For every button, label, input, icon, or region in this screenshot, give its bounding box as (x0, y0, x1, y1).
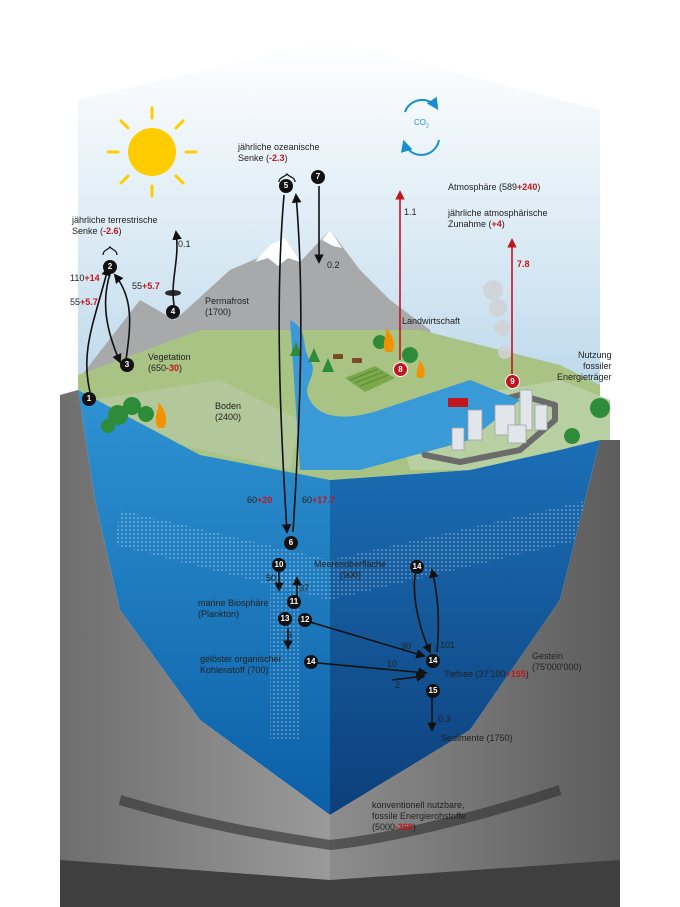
flow-label-10: 10 (387, 659, 398, 669)
soil-label: Boden(2400) (215, 401, 242, 422)
node-2: 2 (103, 260, 117, 274)
flow-label-60b: 60+17.7 (302, 495, 335, 505)
marine-biosphere-label: marine Biosphäre(Plankton) (198, 598, 269, 619)
flow-label-55b: 55+5.7 (132, 281, 160, 291)
flow-label-0-3: 0.3 (438, 714, 451, 724)
flow-label-60a: 60+20 (247, 495, 273, 505)
terrestrial-sink-label: jährliche terrestrische Senke (-2.6) (72, 215, 158, 236)
soil-area (90, 380, 300, 470)
node-9: 9 (505, 374, 520, 389)
rock-label: Gestein(75'000'000) (532, 651, 582, 672)
sun-icon (106, 106, 198, 198)
flow-label-7-8: 7.8 (517, 259, 530, 269)
node-5: 5 (279, 179, 293, 193)
node-6: 6 (284, 536, 298, 550)
fossil-layer (118, 785, 562, 851)
fossil-reserves-label: konventionell nutzbare,fossile Energiero… (372, 800, 466, 832)
flow-label-50: 50 (266, 573, 277, 583)
deep-sea-label: Tiefsee (37'100+155) (444, 669, 529, 679)
permafrost-label: Permafrost(1700) (205, 296, 250, 317)
vertical-dots-band (270, 570, 300, 740)
braces (102, 172, 296, 256)
co2-label: CO2 (414, 118, 429, 130)
flow-label-1-1: 1.1 (404, 207, 417, 217)
flow-label-3: 3 (287, 630, 293, 640)
flow-label-90: 90 (401, 641, 412, 651)
flow-label-0-2: 0.2 (327, 260, 340, 270)
trees-right (564, 398, 610, 444)
flow-label-55a: 55+5.7 (70, 297, 98, 307)
node-14-b: 14 (410, 560, 424, 574)
node-13: 13 (278, 612, 292, 626)
node-8: 8 (393, 362, 408, 377)
node-14-a: 14 (304, 655, 318, 669)
fire-mid-icon (383, 328, 425, 378)
node-10: 10 (272, 558, 286, 572)
node-15: 15 (426, 684, 440, 698)
flow-label-101: 101 (440, 640, 456, 650)
smoke-icon (483, 280, 512, 359)
flow-label-37: 37 (299, 583, 310, 593)
rock-bottom-edge (60, 860, 620, 907)
ocean-sink-label: jährliche ozeanische Senke (-2.3) (238, 142, 320, 163)
node-11: 11 (287, 595, 301, 609)
agriculture-label: Landwirtschaft (402, 316, 461, 326)
node-3: 3 (120, 358, 134, 372)
vegetation-label: Vegetation (650-30) (148, 352, 191, 373)
node-14-c: 14 (426, 654, 440, 668)
ocean-surface-label: Meeresoberfläche(900) (314, 559, 387, 580)
sediments-label: Sedimente (1750) (441, 733, 513, 743)
ocean-left-face (78, 390, 330, 815)
flow-label-2: 2 (395, 680, 401, 690)
node-4: 4 (166, 305, 180, 319)
farm-field (345, 366, 395, 392)
city-buildings (451, 389, 548, 451)
trees-mid (290, 335, 418, 372)
snow-caps (255, 230, 342, 266)
flow-label-110: 110+14 (70, 273, 100, 283)
atm-increase-label: jährliche atmosphärische Zunahme (+4) (448, 208, 548, 229)
flow-label-0-1: 0.1 (178, 239, 191, 249)
cows-icon (333, 354, 362, 363)
node-7: 7 (311, 170, 325, 184)
fire-left-icon (155, 402, 166, 428)
red-flow-arrows (395, 190, 517, 374)
surface-dots-band (115, 500, 590, 600)
trees-left (101, 397, 154, 433)
atmosphere-label: Atmosphäre (589+240) (448, 182, 541, 192)
rock-left (60, 390, 330, 907)
co2-cycle-icon (400, 96, 440, 156)
flow-arrows (85, 186, 440, 732)
node-1: 1 (82, 392, 96, 406)
truck-icon (448, 398, 468, 407)
node-12: 12 (298, 613, 312, 627)
